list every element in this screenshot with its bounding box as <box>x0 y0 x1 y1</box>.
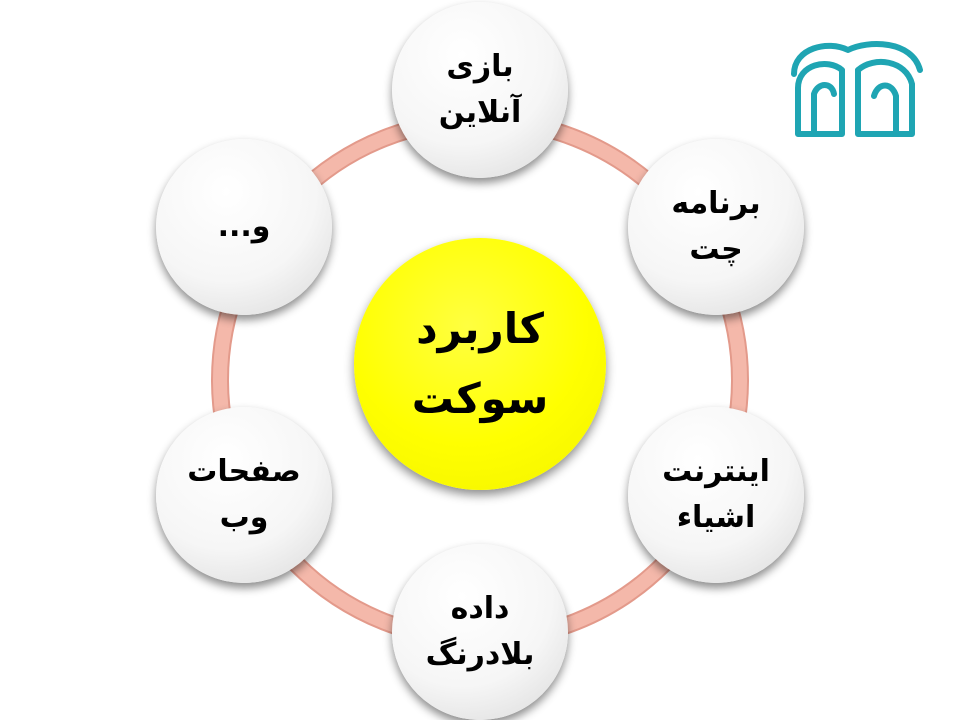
node-web-pages: صفحات وب <box>156 407 332 583</box>
node-etc: و... <box>156 139 332 315</box>
node-online-games-line-2: آنلاین <box>438 95 522 130</box>
node-online-games: بازی آنلاین <box>392 2 568 178</box>
center-line-2: سوکت <box>411 374 549 423</box>
arches-logo-icon <box>791 41 923 137</box>
node-realtime-data: داده بلادرنگ <box>392 544 568 720</box>
node-realtime-data-line-2: بلادرنگ <box>425 637 535 672</box>
node-chat-app: برنامه چت <box>628 139 804 315</box>
node-web-pages-line-2: وب <box>219 500 269 535</box>
node-iot-line-2: اشیاء <box>676 500 756 535</box>
node-online-games-line-1: بازی <box>446 49 514 84</box>
node-web-pages-line-1: صفحات <box>187 454 301 489</box>
center-node-socket-usage: کاربرد سوکت <box>354 238 606 490</box>
node-iot-line-1: اینترنت <box>662 454 770 489</box>
node-etc-line-1: و... <box>217 209 271 244</box>
center-line-1: کاربرد <box>416 304 544 353</box>
node-chat-app-line-1: برنامه <box>671 186 761 221</box>
node-chat-app-line-2: چت <box>689 232 743 267</box>
node-iot: اینترنت اشیاء <box>628 407 804 583</box>
node-realtime-data-line-1: داده <box>450 591 510 626</box>
